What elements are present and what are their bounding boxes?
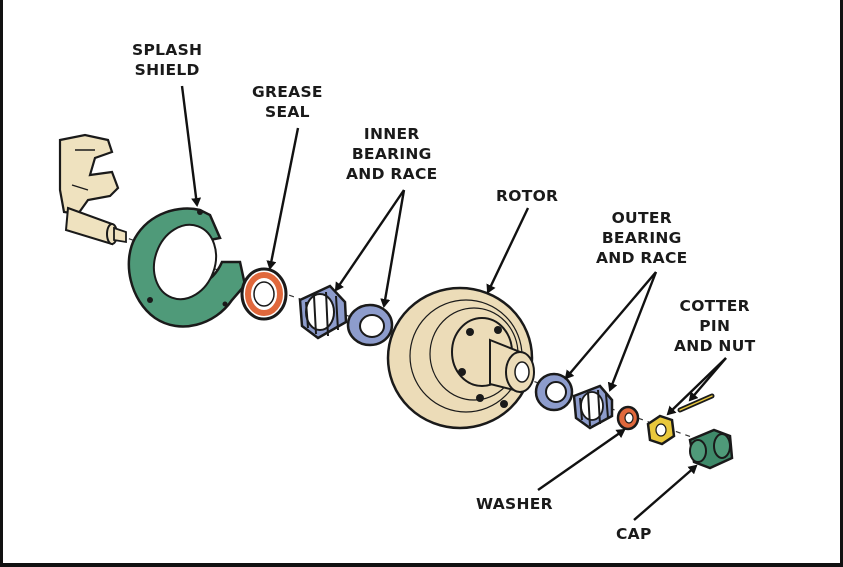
label-outer-bearing: OUTER BEARING AND RACE xyxy=(596,208,688,268)
label-grease-seal: GREASE SEAL xyxy=(252,82,323,122)
nut-part xyxy=(646,414,676,446)
label-inner-bearing: INNER BEARING AND RACE xyxy=(346,124,438,184)
label-grease-seal-line2: SEAL xyxy=(264,103,310,121)
cotter-pin-part xyxy=(677,393,715,413)
washer-part xyxy=(616,405,640,431)
inner-bearing-part xyxy=(298,284,348,340)
outer-race-part xyxy=(534,372,574,412)
arrow-washer xyxy=(537,428,626,491)
arrow-outer-bearing xyxy=(607,271,658,392)
label-cotter-pin-nut: COTTER PIN AND NUT xyxy=(674,296,755,356)
label-washer-line1: WASHER xyxy=(476,495,553,513)
inner-race-part xyxy=(346,303,394,347)
label-cap-line1: CAP xyxy=(616,525,652,543)
label-inner-bearing-line3: AND RACE xyxy=(346,165,438,183)
label-splash-shield-line2: SHIELD xyxy=(134,61,200,79)
frame-bottom-border xyxy=(0,563,843,567)
arrow-rotor xyxy=(486,207,530,294)
arrow-grease-seal xyxy=(266,127,300,270)
label-inner-bearing-line1: INNER xyxy=(363,125,420,143)
arrow-splash-shield xyxy=(180,85,202,207)
arrow-cap xyxy=(633,464,698,521)
cap-part xyxy=(688,428,734,470)
label-cotter-pin-line1: COTTER xyxy=(679,297,750,315)
label-rotor: ROTOR xyxy=(496,186,558,206)
label-splash-shield-line1: SPLASH xyxy=(132,41,203,59)
leader-arrows xyxy=(180,85,727,521)
label-outer-bearing-line1: OUTER xyxy=(611,209,672,227)
label-cotter-pin-line3: AND NUT xyxy=(674,337,756,355)
label-inner-bearing-line2: BEARING xyxy=(351,145,432,163)
outer-bearing-part xyxy=(572,384,614,430)
label-cap: CAP xyxy=(616,524,652,544)
arrow-inner-bearing xyxy=(334,189,405,292)
grease-seal-part xyxy=(240,267,288,321)
arrow-nut xyxy=(666,357,727,416)
frame-left-border xyxy=(0,0,3,567)
arrow-outer-race xyxy=(564,271,657,380)
steering-knuckle xyxy=(58,133,127,246)
label-rotor-line1: ROTOR xyxy=(496,187,559,205)
arrow-inner-race xyxy=(380,189,406,308)
label-cotter-pin-line2: PIN xyxy=(699,317,731,335)
label-outer-bearing-line2: BEARING xyxy=(601,229,682,247)
rotor-part xyxy=(386,286,535,430)
frame-right-border xyxy=(840,0,843,567)
label-washer: WASHER xyxy=(476,494,553,514)
label-splash-shield: SPLASH SHIELD xyxy=(132,40,202,80)
label-outer-bearing-line3: AND RACE xyxy=(596,249,688,267)
splash-shield-part xyxy=(127,207,247,328)
label-grease-seal-line1: GREASE xyxy=(252,83,323,101)
